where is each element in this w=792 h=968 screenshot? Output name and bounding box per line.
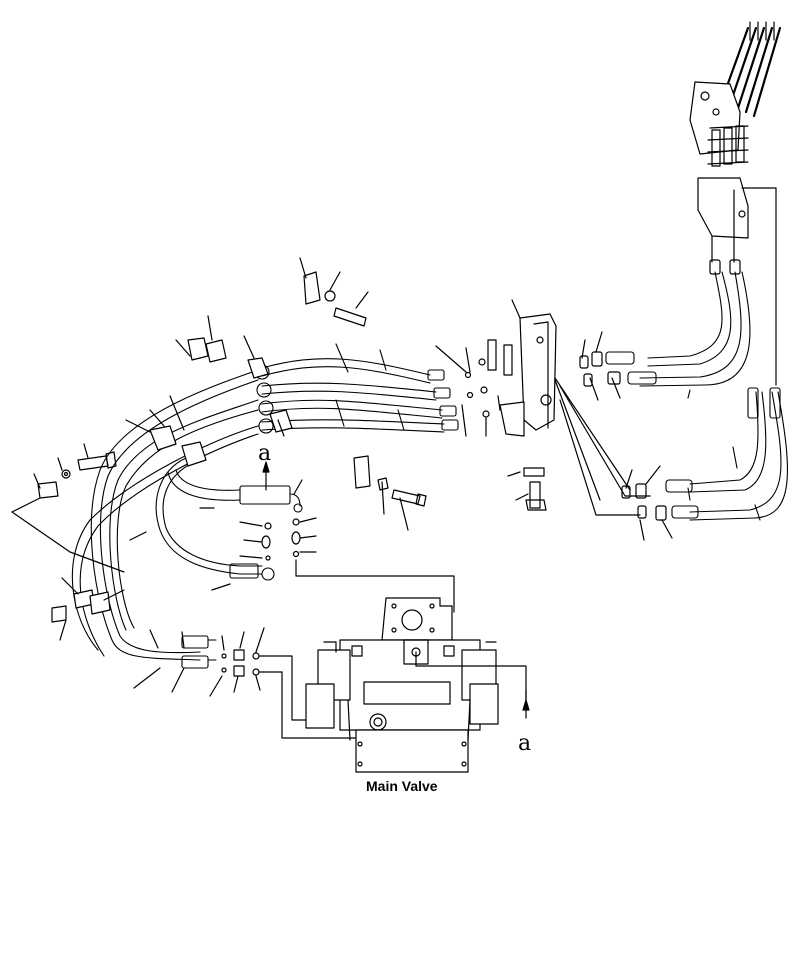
leader-lines xyxy=(11,257,409,697)
o-ring-fittings xyxy=(221,518,455,739)
upper-bracket-assembly xyxy=(689,21,782,386)
connection-arrows xyxy=(262,461,530,719)
main-valve-caption: Main Valve xyxy=(366,778,438,794)
center-bracket xyxy=(499,299,651,516)
bracket-fittings xyxy=(435,331,673,541)
connection-mark-lower: a xyxy=(518,731,531,756)
left-hose-curves xyxy=(71,369,303,669)
upper-right-hoses xyxy=(605,271,789,521)
bolts-and-washers xyxy=(61,290,427,507)
hose-clamps xyxy=(37,271,371,623)
connection-mark-upper: a xyxy=(258,441,271,466)
main-valve-body xyxy=(305,597,527,773)
